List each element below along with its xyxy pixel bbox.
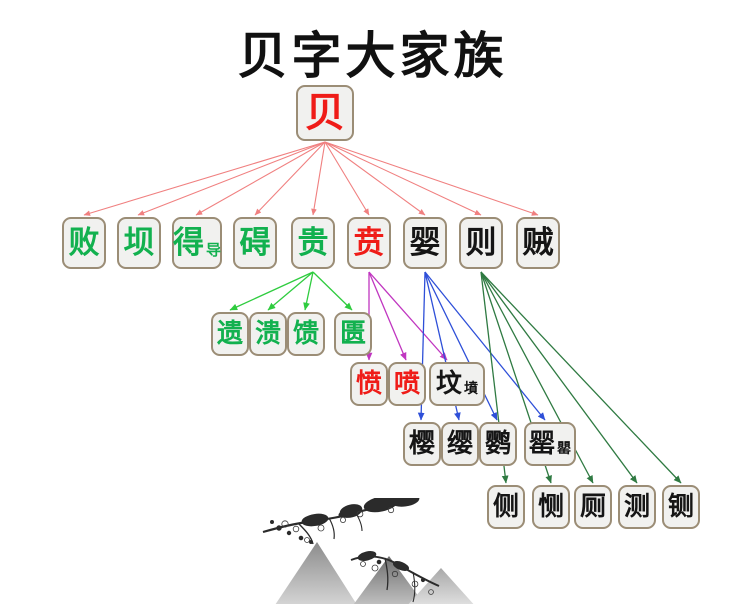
page-title: 贝字大家族 xyxy=(237,26,508,85)
node-ze[interactable]: 则 xyxy=(459,217,503,269)
node-zei[interactable]: 贼 xyxy=(516,217,560,269)
node-char: 遗 xyxy=(216,319,243,349)
node-char: 樱 xyxy=(408,429,435,459)
node-char: 贼 xyxy=(522,224,554,261)
node-ba[interactable]: 坝 xyxy=(117,217,161,269)
node-gui[interactable]: 贵 xyxy=(291,217,335,269)
node-char: 铡 xyxy=(667,492,694,522)
node-char: 坝 xyxy=(123,224,155,261)
node-ying-tassel[interactable]: 缨 xyxy=(441,422,479,466)
node-fen-anger[interactable]: 愤 xyxy=(350,362,388,406)
node-char: 愤 xyxy=(355,369,382,399)
node-char: 贲 xyxy=(353,224,385,261)
node-fen-tomb[interactable]: 坟 墳 xyxy=(429,362,485,406)
node-yi[interactable]: 遗 xyxy=(211,312,249,356)
node-ying[interactable]: 婴 xyxy=(403,217,447,269)
node-char-variant: 墳 xyxy=(464,381,478,397)
node-char: 碍 xyxy=(239,224,271,261)
node-zha[interactable]: 铡 xyxy=(662,485,700,529)
node-ben[interactable]: 贲 xyxy=(347,217,391,269)
chinese-ink-landscape-painting xyxy=(262,498,474,604)
node-char-variant: 导 xyxy=(206,241,222,259)
node-root-bei[interactable]: 贝 xyxy=(296,85,354,141)
node-char-variant: 罌 xyxy=(557,441,571,457)
edges-from-root xyxy=(83,141,539,216)
node-char: 得 xyxy=(173,224,204,261)
node-kui-water[interactable]: 溃 xyxy=(249,312,287,356)
node-char: 厕 xyxy=(579,492,606,522)
node-char: 恻 xyxy=(537,492,564,522)
node-ying-parrot[interactable]: 鹦 xyxy=(479,422,517,466)
node-ai[interactable]: 碍 xyxy=(233,217,277,269)
node-char: 馈 xyxy=(292,319,319,349)
node-kui-box[interactable]: 匮 xyxy=(334,312,372,356)
edges-from-gui xyxy=(229,271,353,311)
node-ce-toilet[interactable]: 厕 xyxy=(574,485,612,529)
node-char: 败 xyxy=(68,224,100,261)
node-pen[interactable]: 喷 xyxy=(388,362,426,406)
node-char: 测 xyxy=(623,492,650,522)
node-kui-food[interactable]: 馈 xyxy=(287,312,325,356)
edges-from-ben xyxy=(365,271,448,361)
node-char: 溃 xyxy=(254,319,281,349)
node-char: 匮 xyxy=(339,319,366,349)
node-ce-measure[interactable]: 测 xyxy=(618,485,656,529)
node-char: 侧 xyxy=(492,492,519,522)
node-ying-jar[interactable]: 罂 罌 xyxy=(524,422,576,466)
node-char: 缨 xyxy=(446,429,473,459)
node-char: 鹦 xyxy=(484,429,511,459)
node-ying-cherry[interactable]: 樱 xyxy=(403,422,441,466)
node-ce-side[interactable]: 侧 xyxy=(487,485,525,529)
node-char: 喷 xyxy=(393,369,420,399)
node-char: 则 xyxy=(465,224,497,261)
node-char: 贝 xyxy=(305,89,345,136)
node-char: 坟 xyxy=(435,369,462,399)
node-de[interactable]: 得 导 xyxy=(172,217,222,269)
node-char: 贵 xyxy=(297,224,329,261)
node-char: 婴 xyxy=(409,224,441,261)
node-char: 罂 xyxy=(528,429,555,459)
node-bai[interactable]: 败 xyxy=(62,217,106,269)
node-ce-sorrow[interactable]: 恻 xyxy=(532,485,570,529)
